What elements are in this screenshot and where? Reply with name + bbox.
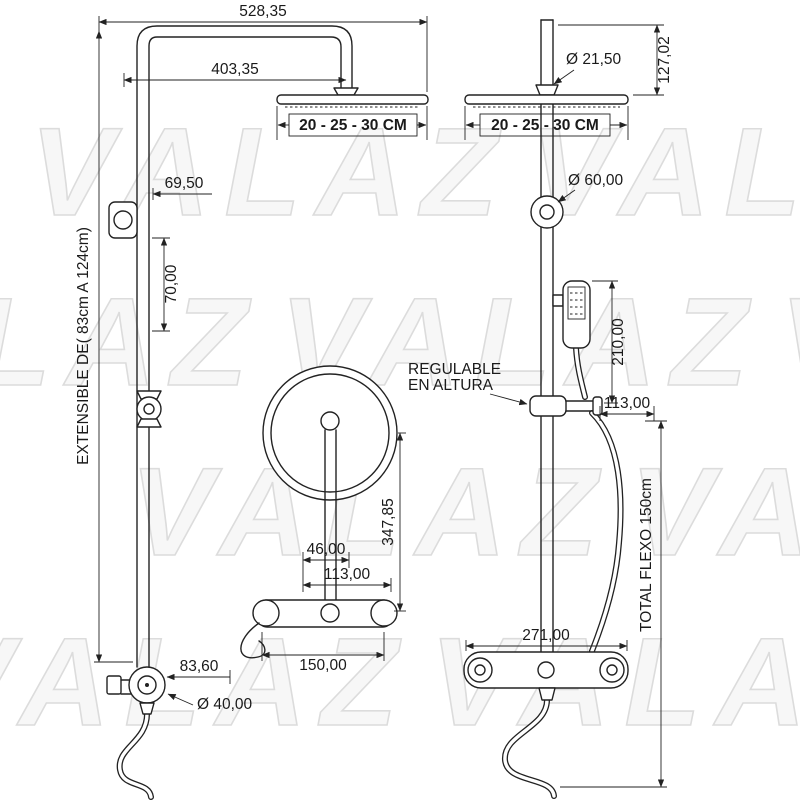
head-sizes-left: 20 - 25 - 30 CM <box>276 106 428 140</box>
watermark-text: VALAZ <box>0 273 262 412</box>
slider-knob-inner <box>143 403 155 415</box>
dim-head-drop: 127,02 <box>558 24 673 96</box>
riser-pipe-outline <box>136 25 353 668</box>
dim-bracket-drop: 70,00 <box>152 237 180 332</box>
dim-label-handle-offset: 46,00 <box>307 541 346 558</box>
head-sizes-right: 20 - 25 - 30 CM <box>464 106 629 140</box>
valve-bottom-connector <box>538 687 556 701</box>
wall-bracket-screw <box>113 210 133 230</box>
flexo-hose-inner <box>590 411 623 653</box>
watermark-text: VALAZ <box>30 103 512 242</box>
sliding-bracket <box>529 395 567 417</box>
dim-label-pipe-diameter: Ø 21,50 <box>566 51 622 68</box>
dim-label-bracket-drop: 70,00 <box>163 264 180 303</box>
dim-label-bracket-width: 113,00 <box>604 395 651 412</box>
center-valve-knob-left <box>252 599 280 627</box>
dim-valve-diameter: Ø 40,00 <box>167 693 253 713</box>
slider-flange-bottom <box>136 418 162 428</box>
note-adjustable-height: REGULABLE EN ALTURA <box>408 361 528 406</box>
wall-bracket <box>108 201 138 239</box>
center-valve-handle <box>240 622 266 659</box>
dim-pipe-diameter: Ø 21,50 <box>553 51 622 85</box>
hand-shower-hose-inner <box>118 712 153 799</box>
round-head-hub <box>320 411 340 431</box>
pipe-connector-ring-inner <box>539 204 555 220</box>
riser-pipe-inner <box>148 36 342 668</box>
dim-valve-offset: 83,60 <box>166 658 231 684</box>
slider-knob <box>136 396 162 422</box>
dim-label-extensible: EXTENSIBLE DE( 83cm A 124cm) <box>75 227 92 465</box>
bottom-hose-inner <box>503 698 556 798</box>
right-view-drawing: Ø 21,50 127,02 20 - 25 - 30 CM Ø 60,00 <box>408 19 673 799</box>
dim-handle-offset: 46,00 <box>302 541 350 592</box>
watermark-text: VALAZ <box>0 613 412 752</box>
dim-label-handshower-drop: 210,00 <box>610 318 627 366</box>
dim-column-height: 347,85 <box>380 432 406 612</box>
valve-knob-right-inner <box>606 664 618 676</box>
watermark-text: VALAZ <box>530 103 800 242</box>
dim-top-width: 528,35 <box>98 3 428 92</box>
bracket-arm-cap <box>592 396 603 416</box>
dim-label-column-height: 347,85 <box>380 498 397 545</box>
dim-label-valve-diameter: Ø 40,00 <box>197 696 253 713</box>
dim-valve-width: 271,00 <box>465 627 628 651</box>
dim-handshower-drop: 210,00 <box>592 280 627 404</box>
dim-label-body-width: 150,00 <box>299 657 347 674</box>
head-sizes-label-left: 20 - 25 - 30 CM <box>299 117 407 134</box>
shower-head-side <box>276 94 429 105</box>
dim-label-arm-reach: 403,35 <box>211 61 258 78</box>
dim-label-total-flexo: TOTAL FLEXO 150cm <box>638 478 655 632</box>
handshower-holder <box>552 294 564 307</box>
handshower-hose-upper-inner <box>574 346 587 399</box>
dim-bracket-width: 113,00 <box>599 395 655 421</box>
watermark-layer: VALAZ VALAZ VALAZ VALAZ VALAZ VALAZ VALA… <box>0 102 800 753</box>
left-view-drawing: 528,35 403,35 20 - 25 - 30 CM EXTENSIBLE… <box>75 3 429 800</box>
dim-label-valve-offset: 83,60 <box>180 658 219 675</box>
dim-label-head-drop: 127,02 <box>656 36 673 83</box>
center-valve-knob-right <box>370 599 398 627</box>
valve-knob-left-inner <box>474 664 486 676</box>
valve-spout <box>139 702 155 715</box>
hand-shower-face <box>567 286 586 320</box>
valve-body-side-inner <box>137 675 157 695</box>
shower-head-front <box>464 94 629 105</box>
head-sizes-label-right: 20 - 25 - 30 CM <box>491 117 599 134</box>
dim-label-top-width: 528,35 <box>239 3 286 20</box>
valve-center-front <box>537 661 555 679</box>
center-view-drawing: 347,85 46,00 113,00 150,00 <box>240 365 406 674</box>
slider-flange-top <box>136 390 162 400</box>
valve-knob-right <box>599 657 625 683</box>
valve-center-dot <box>145 683 149 687</box>
round-head-inner <box>270 373 390 493</box>
dim-arm-reach: 403,35 <box>123 61 347 87</box>
center-valve-center <box>320 603 340 623</box>
dim-total-flexo: TOTAL FLEXO 150cm <box>560 420 667 788</box>
dim-label-valve-width: 271,00 <box>522 627 570 644</box>
dim-wall-offset: 69,50 <box>152 175 212 200</box>
note-adjustable-line1: REGULABLE <box>408 361 501 378</box>
dim-body-width: 150,00 <box>261 632 385 674</box>
wall-connection <box>106 675 122 695</box>
dim-label-connector-diameter: Ø 60,00 <box>568 172 624 189</box>
valve-knob-left <box>467 657 493 683</box>
round-head-outer <box>262 365 398 501</box>
head-connector <box>333 87 359 96</box>
pipe-connector-ring <box>530 195 564 229</box>
dim-connector-diameter: Ø 60,00 <box>557 172 624 203</box>
note-adjustable-line2: EN ALTURA <box>408 377 494 394</box>
front-head-connector <box>535 84 559 96</box>
watermark-text: VALAZ <box>780 273 800 412</box>
watermark-text: VALAZ <box>630 443 800 582</box>
dim-label-handle-depth: 113,00 <box>324 566 371 583</box>
dim-extensible: EXTENSIBLE DE( 83cm A 124cm) <box>75 30 133 663</box>
dim-handle-depth: 113,00 <box>302 566 392 592</box>
dim-label-wall-offset: 69,50 <box>165 175 204 192</box>
